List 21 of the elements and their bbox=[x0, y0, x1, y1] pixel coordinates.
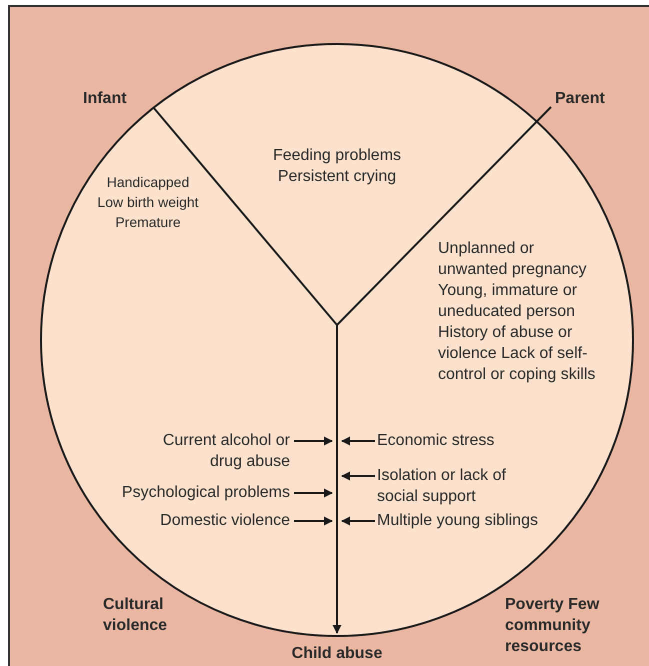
risk-factor: Psychological problems bbox=[80, 482, 290, 503]
arrow bbox=[341, 516, 375, 526]
region-label: Poverty Few community resources bbox=[505, 595, 600, 657]
region-label: Cultural violence bbox=[103, 595, 168, 636]
risk-factor-list: Feeding problems Persistent crying bbox=[262, 145, 412, 187]
outcome-label: Child abuse bbox=[287, 643, 387, 664]
risk-factor: Multiple young siblings bbox=[377, 510, 577, 531]
sector-heading: Parent bbox=[555, 89, 606, 109]
sector-heading: Infant bbox=[83, 89, 128, 109]
risk-factor: Economic stress bbox=[377, 430, 527, 451]
arrow bbox=[332, 325, 342, 634]
risk-factor: Domestic violence bbox=[100, 510, 290, 531]
arrow bbox=[294, 516, 333, 526]
arrow bbox=[341, 472, 375, 480]
risk-factor-list: Handicapped Low birth weight Premature bbox=[96, 172, 200, 232]
risk-factor: Current alcohol or drug abuse bbox=[160, 430, 290, 472]
arrow bbox=[294, 488, 333, 498]
risk-factor: Isolation or lack of social support bbox=[377, 465, 522, 507]
arrow bbox=[341, 436, 375, 446]
risk-factor-list: Unplanned or unwanted pregnancy Young, immature or uneducated person History of abuse or violence Lack of self-control or coping skills bbox=[438, 238, 600, 385]
arrow bbox=[294, 436, 333, 446]
